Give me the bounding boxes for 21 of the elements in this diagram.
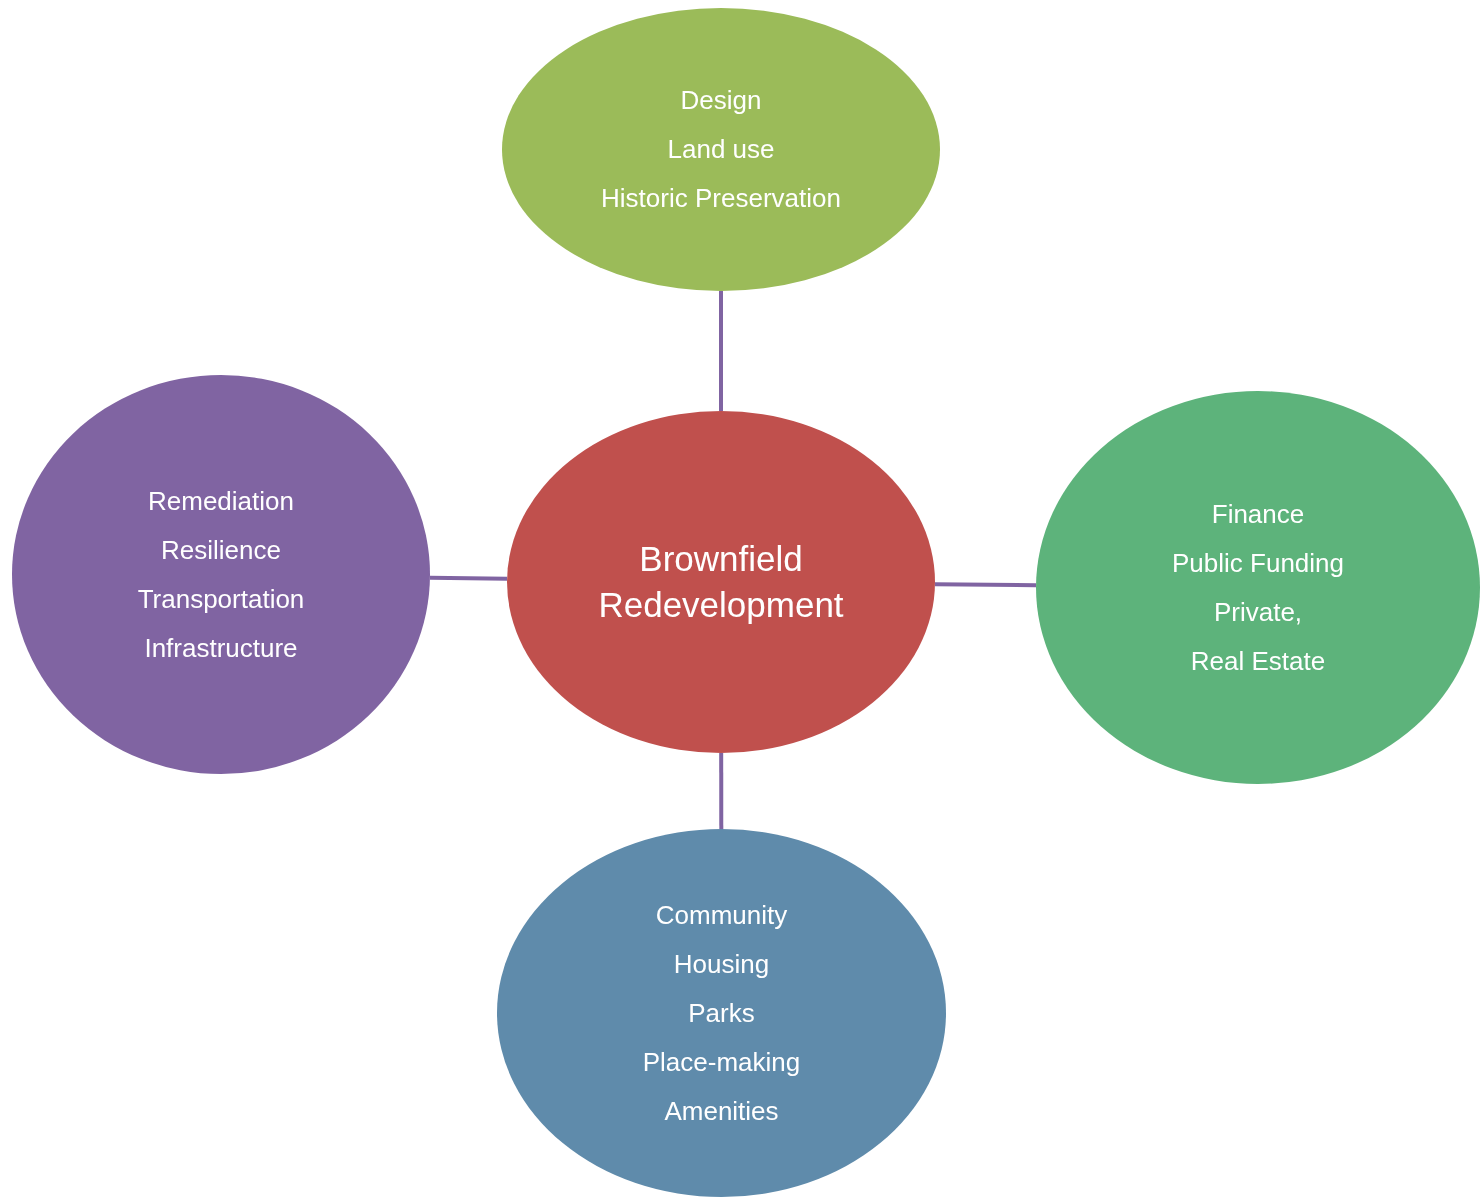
topic-item: Housing: [673, 947, 770, 981]
central-topic: Brownfield Redevelopment: [597, 538, 845, 626]
topic-item: Parks: [688, 996, 755, 1030]
topic-item: Resilience: [161, 533, 281, 567]
connector-line: [934, 582, 1037, 588]
topic-item: Infrastructure: [144, 631, 298, 665]
topic-item: Design: [680, 84, 762, 117]
topic-item: Transportation: [137, 582, 305, 616]
topic-item: Place-making: [642, 1045, 801, 1079]
topic-item: Amenities: [664, 1094, 779, 1128]
connector-line: [429, 575, 508, 581]
topic-item: Finance: [1211, 497, 1305, 531]
topic-item: Community: [655, 898, 788, 932]
topic-item: Private,: [1213, 595, 1303, 629]
topic-item: Real Estate: [1190, 644, 1326, 678]
connector-line: [719, 291, 723, 411]
topic-item: Remediation: [148, 484, 294, 518]
topic-item: Land use: [667, 133, 775, 166]
topic-item: Historic Preservation: [601, 182, 841, 215]
topic-item: Public Funding: [1172, 546, 1344, 580]
connector-line: [719, 753, 724, 829]
